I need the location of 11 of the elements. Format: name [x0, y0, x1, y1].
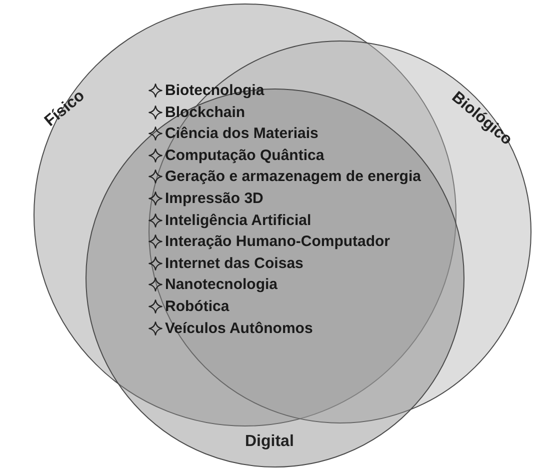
technology-item: Nanotecnologia — [165, 276, 278, 294]
technology-item: Ciência dos Materiais — [165, 125, 318, 142]
technology-item: Impressão 3D — [165, 190, 264, 207]
technology-item: Interação Humano-Computador — [165, 233, 390, 250]
technology-item: Computação Quântica — [165, 146, 324, 164]
set-label: Digital — [245, 433, 294, 451]
technology-item: Veículos Autônomos — [165, 320, 313, 337]
technology-item: Geração e armazenagem de energia — [165, 168, 421, 186]
technology-item: Robótica — [165, 298, 230, 315]
technology-item: Inteligência Artificial — [165, 212, 312, 229]
technology-item: Internet das Coisas — [165, 254, 304, 272]
